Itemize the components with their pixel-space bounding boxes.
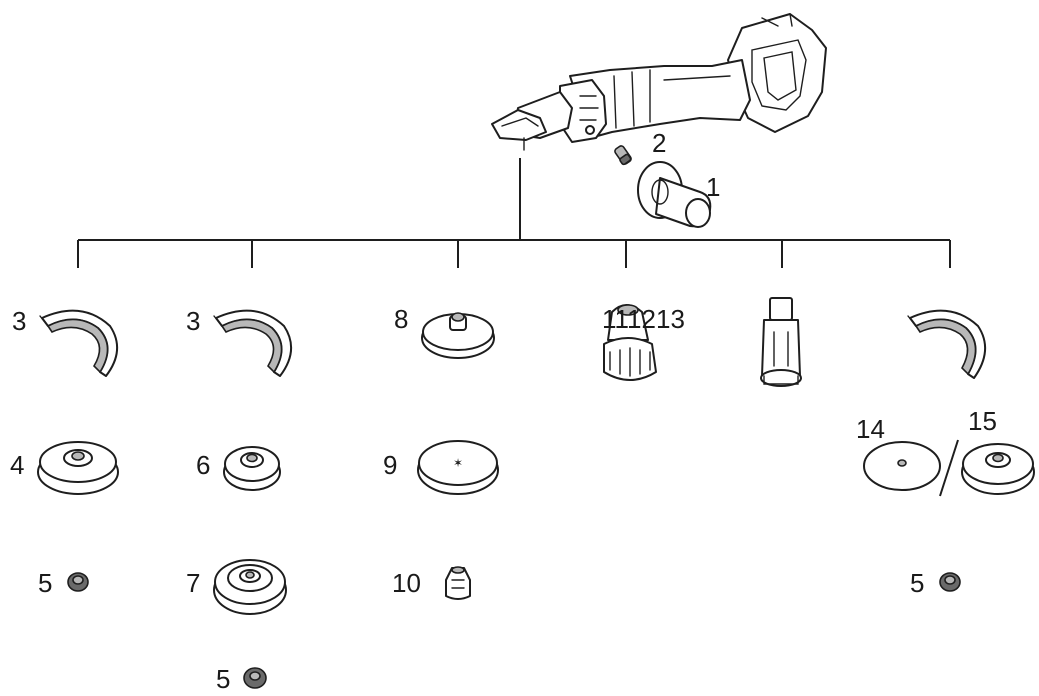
label-wheel-a: 4	[10, 450, 24, 480]
depressed-wheel-part-b	[223, 446, 281, 491]
buffing-pad-part	[213, 559, 287, 615]
wheel-guard-part-c	[907, 309, 986, 379]
label-pad-nut: 10	[392, 568, 421, 598]
label-buffing-pad: 7	[186, 568, 200, 598]
flap-disc-part	[961, 443, 1035, 495]
cup-brush-part	[603, 304, 657, 381]
label-wheel-b: 6	[196, 450, 210, 480]
label-abrasive-disc: 9	[383, 450, 397, 480]
label-guard-a: 3	[12, 306, 26, 336]
lock-nut-part-c	[243, 667, 267, 689]
label-clamp-bolt: 2	[652, 128, 666, 158]
label-flap-disc: 15	[968, 406, 997, 436]
label-lock-nut-c: 5	[216, 664, 230, 694]
label-cup-brush-group: 111213	[602, 304, 685, 334]
label-backing-pad: 8	[394, 304, 408, 334]
lock-nut-part-b	[939, 572, 961, 592]
label-side-handle: 1	[706, 172, 720, 202]
lock-nut-part-a	[67, 572, 89, 592]
clamp-bolt-part	[614, 145, 632, 166]
wheel-guard-part-a	[39, 309, 118, 377]
angle-grinder	[491, 13, 827, 151]
label-cut-off-wheel: 14	[856, 414, 885, 444]
side-handle-part	[637, 161, 712, 228]
backing-pad-part	[421, 312, 495, 359]
alternative-slash	[939, 439, 959, 497]
svg-text:✶: ✶	[453, 456, 463, 470]
abrasive-disc-part: ✶	[417, 440, 499, 495]
label-lock-nut-b: 5	[910, 568, 924, 598]
label-guard-b: 3	[186, 306, 200, 336]
label-lock-nut-a: 5	[38, 568, 52, 598]
depressed-wheel-part-a	[37, 441, 119, 495]
cut-off-wheel-part	[863, 441, 941, 491]
wheel-guard-part-b	[213, 309, 292, 377]
pad-nut-part	[445, 566, 471, 600]
connector-tree	[77, 158, 951, 268]
extension-sleeve-part	[760, 297, 802, 387]
